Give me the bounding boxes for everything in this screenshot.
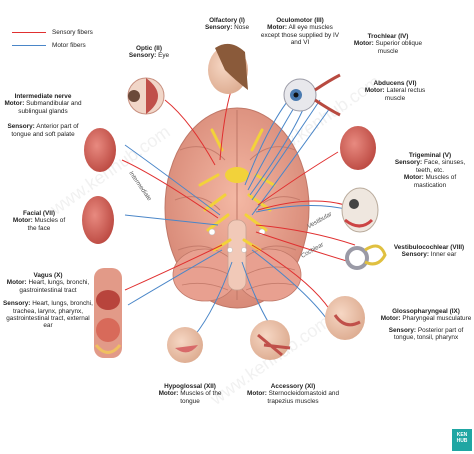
motor-fiber-vagus	[127, 249, 223, 306]
sensory-fiber-vagus	[124, 244, 223, 291]
desc-abducens: Motor: Lateral rectus muscle	[364, 87, 426, 102]
label-vestibulocochlear: Vestibulocochlear (VIII) Sensory: Inner …	[386, 244, 472, 259]
title-intermediate: Intermediate nerve	[14, 93, 72, 100]
desc-olfactory: Sensory: Nose	[204, 24, 250, 32]
desc-trigeminal-sensory: Sensory: Face, sinuses, teeth, etc.	[394, 159, 466, 174]
desc-oculomotor: Motor: All eye muscles except those supp…	[260, 24, 340, 47]
motor-fiber-hypoglossal	[194, 261, 233, 336]
title-optic: Optic (II)	[136, 45, 162, 52]
desc-glossopharyngeal-sensory: Sensory: Posterior part of tongue, tonsi…	[388, 326, 464, 342]
motor-fiber-trochlear	[251, 99, 321, 201]
brand-badge: KEN HUB	[452, 429, 472, 451]
eye-muscles-illustration	[283, 73, 341, 117]
desc-trigeminal-motor: Motor: Muscles of mastication	[403, 174, 457, 189]
sensory-fiber-glossopharyngeal	[251, 244, 331, 311]
legend-sensory-swatch	[12, 31, 46, 34]
motor-fiber-oculomotor-3	[249, 104, 306, 196]
label-vagus: Vagus (X) Motor: Heart, lungs, bronchi, …	[2, 272, 94, 330]
desc-accessory: Motor: Sternocleidomastoid and trapezius…	[247, 390, 339, 405]
sensory-fiber-intermediate	[121, 159, 219, 219]
legend-sensory-label: Sensory fibers	[52, 29, 93, 36]
fiber-lines	[121, 77, 356, 336]
label-hypoglossal: Hypoglossal (XII) Motor: Muscles of the …	[156, 383, 224, 405]
sensory-fiber-vestibulocochlear-2	[255, 231, 351, 263]
desc-intermediate-motor: Motor: Submandibular and sublingual glan…	[4, 100, 82, 115]
title-vagus: Vagus (X)	[33, 272, 63, 279]
sensory-fiber-trigeminal	[257, 151, 339, 206]
label-accessory: Accessory (XI) Motor: Sternocleidomastoi…	[238, 383, 348, 405]
neck-muscles-illustration	[250, 320, 291, 360]
title-hypoglossal: Hypoglossal (XII)	[164, 383, 216, 390]
title-trigeminal: Trigeminal (V)	[408, 152, 452, 159]
sensory-fiber-optic	[164, 99, 216, 166]
desc-vagus-motor: Motor: Heart, lungs, bronchi, gastrointe…	[6, 279, 90, 294]
title-glossopharyngeal: Glossopharyngeal (IX)	[392, 308, 460, 315]
pharynx-illustration	[325, 296, 365, 340]
title-olfactory: Olfactory (I)	[209, 17, 245, 24]
brain-inferior-view	[164, 107, 310, 309]
face-profile-illustration	[208, 43, 248, 94]
tongue-illustration	[167, 327, 203, 363]
motor-fiber-facial	[124, 214, 219, 226]
title-abducens: Abducens (VI)	[373, 80, 417, 87]
desc-intermediate-sensory: Sensory: Anterior part of tongue and sof…	[7, 123, 79, 138]
desc-trochlear: Motor: Superior oblique muscle	[353, 40, 423, 55]
label-intermediate: Intermediate nerve Motor: Submandibular …	[2, 93, 84, 138]
inner-ear-illustration	[345, 244, 387, 270]
desc-optic: Sensory: Eye	[128, 52, 170, 60]
motor-fiber-glossopharyngeal	[251, 249, 327, 319]
desc-glossopharyngeal-motor: Motor: Pharyngeal musculature	[380, 315, 472, 323]
label-abducens: Abducens (VI) Motor: Lateral rectus musc…	[362, 80, 428, 102]
title-oculomotor: Oculomotor (III)	[276, 17, 324, 24]
label-trigeminal: Trigeminal (V) Sensory: Face, sinuses, t…	[390, 152, 470, 189]
title-accessory: Accessory (XI)	[270, 383, 316, 390]
legend-sensory: Sensory fibers	[12, 26, 93, 39]
desc-vestibulocochlear: Sensory: Inner ear	[401, 251, 457, 259]
motor-fiber-intermediate	[124, 144, 221, 216]
label-facial: Facial (VII) Motor: Muscles of the face	[10, 210, 68, 232]
title-trochlear: Trochlear (IV)	[367, 33, 409, 40]
legend: Sensory fibers Motor fibers	[12, 26, 93, 52]
label-olfactory: Olfactory (I) Sensory: Nose	[196, 17, 258, 32]
title-vestibulocochlear: Vestibulocochlear (VIII)	[393, 244, 465, 251]
motor-fiber-abducens	[251, 107, 331, 216]
face-front-illustration	[82, 128, 116, 244]
desc-vagus-sensory: Sensory: Heart, lungs, bronchi, trachea,…	[3, 300, 93, 330]
head-muscles-illustration	[340, 126, 379, 233]
label-oculomotor: Oculomotor (III) Motor: All eye muscles …	[258, 17, 342, 47]
legend-motor-label: Motor fibers	[52, 42, 86, 49]
title-facial: Facial (VII)	[23, 210, 55, 217]
torso-organs-illustration	[94, 268, 122, 358]
desc-facial: Motor: Muscles of the face	[12, 217, 66, 232]
label-trochlear: Trochlear (IV) Motor: Superior oblique m…	[352, 33, 424, 55]
sensory-fiber-vestibulocochlear-1	[255, 224, 356, 246]
legend-motor: Motor fibers	[12, 39, 93, 52]
eyeball-illustration	[127, 77, 165, 115]
label-optic: Optic (II) Sensory: Eye	[124, 45, 174, 60]
legend-motor-swatch	[12, 44, 46, 47]
sensory-fiber-trigeminal-2	[257, 200, 346, 211]
desc-hypoglossal: Motor: Muscles of the tongue	[158, 390, 222, 405]
label-glossopharyngeal: Glossopharyngeal (IX) Motor: Pharyngeal …	[380, 308, 472, 342]
